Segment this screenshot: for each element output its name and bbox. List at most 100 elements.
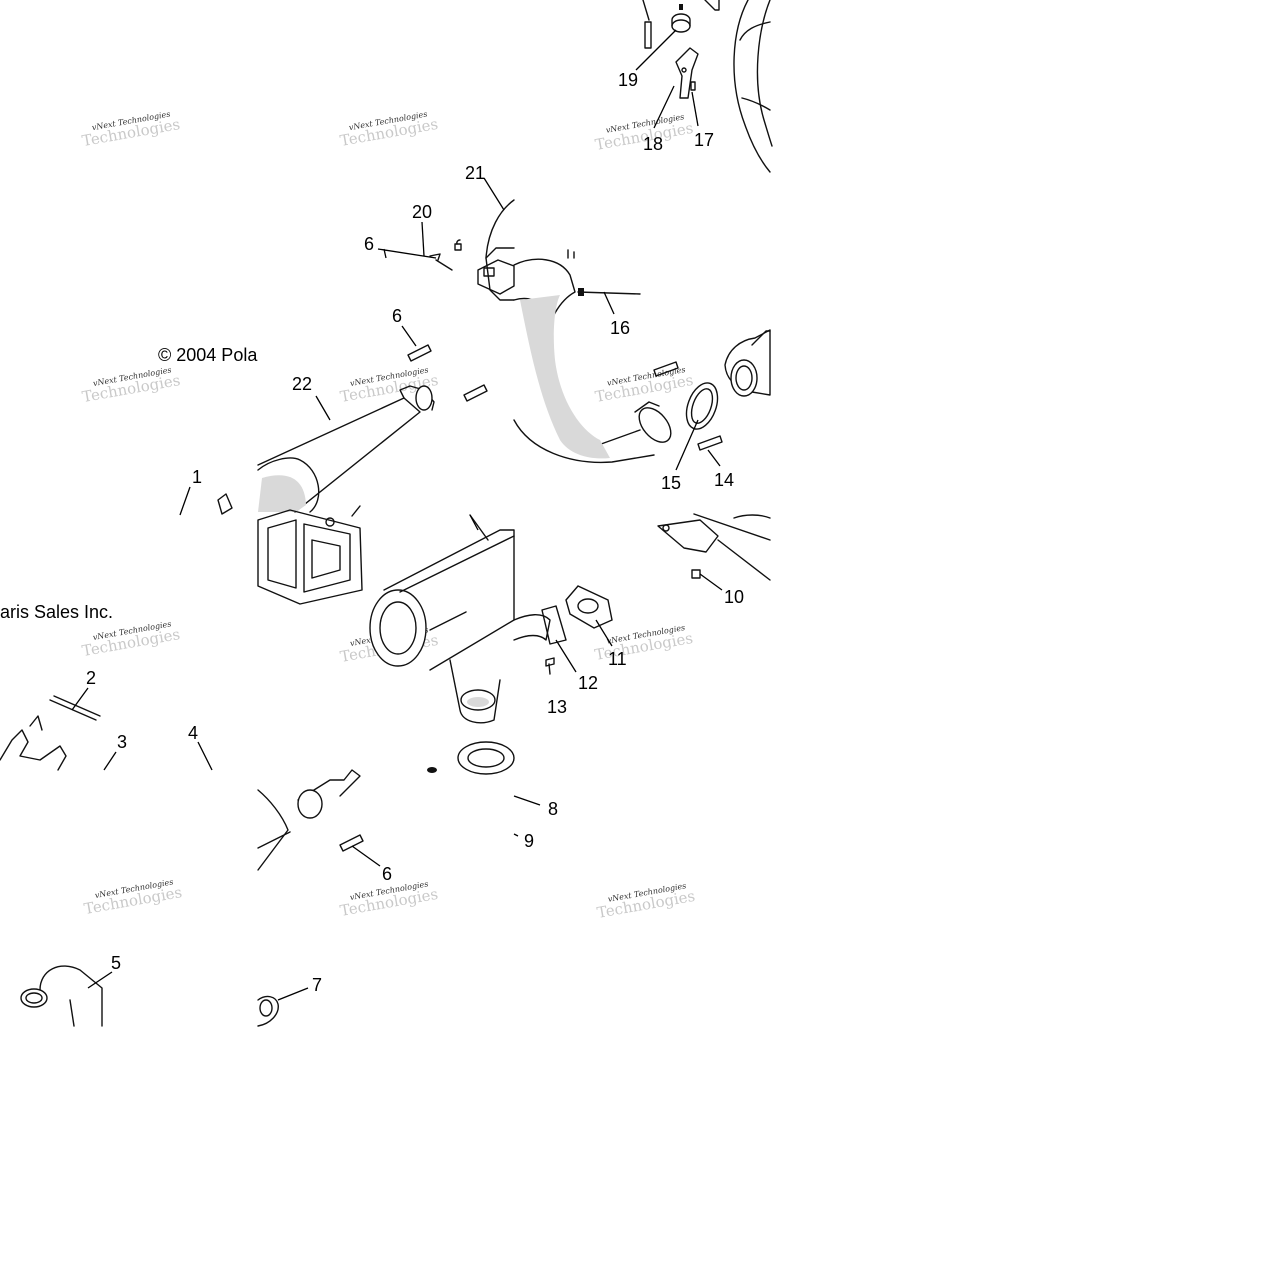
pipe-band [739, 21, 771, 41]
bracket-assembly-lower [513, 513, 771, 675]
pipe-5-clamp-inner [25, 992, 43, 1004]
spring-6b-icon [463, 384, 488, 402]
pipe-edge-inner [756, 0, 773, 147]
clamp-ring-top [671, 13, 691, 27]
leader-5 [87, 971, 113, 989]
clamp-ring-icon [671, 19, 691, 33]
elbow-clamp [634, 401, 660, 413]
flange-gasket-11-icon [565, 585, 613, 629]
elbow-shading [520, 295, 610, 459]
bolt-10-icon [691, 569, 701, 579]
spring-6-lower-icon [339, 834, 364, 852]
copyright-text-part2: aris Sales Inc. [0, 602, 113, 622]
manifold-1-port-inner [311, 539, 341, 579]
clamp-screw-icon [679, 4, 683, 10]
muffler-inlet-pipe [297, 769, 361, 801]
bracket-assembly-top [642, 0, 773, 173]
pipe-5-clamp [20, 988, 48, 1008]
callout-8: 8 [548, 799, 558, 819]
callout-20: 20 [412, 202, 432, 222]
muffler-leader-stub [469, 514, 489, 541]
manifold-gasket [477, 259, 515, 295]
nut-icon [427, 767, 437, 773]
spring-elbow-icon [653, 361, 679, 377]
spring-2-icon [49, 699, 97, 721]
muffler-end-cap [369, 589, 427, 667]
spring-20-icon [435, 259, 453, 271]
copyright-text-part1: © 2004 Pola [158, 345, 258, 365]
gasket-ring-icon [457, 741, 515, 775]
bracket-3-icon [0, 729, 67, 771]
flange-pipe-12 [513, 614, 551, 641]
bolt-13-icon [545, 657, 555, 667]
callout-5: 5 [111, 953, 121, 973]
flange-12-icon [541, 605, 567, 645]
spring-upper-icon [644, 21, 652, 49]
callout-6-top: 6 [364, 234, 374, 254]
callouts: 1 2 3 4 5 6 6 6 6 7 8 9 10 11 12 13 14 1… [86, 70, 744, 995]
cable-16-icon [577, 291, 641, 295]
manifold-flange [485, 247, 515, 259]
callout-11: 11 [608, 649, 627, 669]
muffler-line [429, 611, 467, 631]
manifold-1-frame [257, 509, 363, 605]
callout-13: 13 [547, 697, 567, 717]
spring-6-icon [407, 344, 432, 362]
exhaust-manifold-upper [429, 199, 515, 301]
seal-ring-15-inner [690, 388, 714, 424]
spring-hook [429, 253, 441, 261]
leader-20 [421, 221, 425, 257]
leader-2 [71, 687, 89, 711]
manifold-clip-icon [217, 493, 233, 515]
muffler-end-inner [379, 601, 417, 655]
cone-clamp [399, 385, 435, 411]
leader-16 [603, 291, 615, 315]
manifold-1-port-b [303, 523, 351, 593]
leader-6-bottom [351, 845, 381, 867]
leader-lines [71, 29, 723, 1001]
coupler-inner [735, 365, 753, 391]
callout-1: 1 [192, 467, 202, 487]
callout-15: 15 [661, 473, 681, 493]
callout-10: 10 [724, 587, 744, 607]
callout-18: 18 [643, 134, 663, 154]
callout-6-bottom: 6 [382, 864, 392, 884]
callout-16: 16 [610, 318, 630, 338]
leader-21 [483, 177, 505, 211]
leader-muffler [469, 514, 479, 531]
leader-4 [197, 741, 213, 771]
bracket-rod-lower [717, 539, 771, 581]
elbow-lower [513, 419, 655, 464]
callout-7: 7 [312, 975, 322, 995]
watermark: Technologies vNext Technologies [81, 110, 182, 151]
silencer-cone [257, 344, 488, 513]
clip-20-hook [456, 239, 461, 245]
muffler-body [383, 529, 515, 671]
watermark: Technologies vNext Technologies [81, 365, 182, 406]
bolt-13-shank [548, 663, 551, 675]
callout-12: 12 [578, 673, 598, 693]
callout-14: 14 [714, 470, 734, 490]
cable-16-end [578, 288, 584, 296]
coupler-pipe [724, 329, 771, 396]
cone-outlet [415, 385, 433, 411]
callout-21: 21 [465, 163, 485, 183]
exhaust-manifold-lower [217, 493, 363, 605]
bracket-10-rod [693, 513, 771, 541]
cone-outline [257, 397, 421, 513]
muffler-tube [449, 659, 501, 724]
manifold-port [483, 267, 495, 277]
watermark: Technologies vNext Technologies [339, 879, 440, 920]
leader-7 [277, 987, 309, 1001]
callout-6-mid: 6 [392, 306, 402, 326]
leader-1 [179, 486, 191, 516]
leader-15 [675, 419, 699, 471]
bracket-10-icon [657, 519, 719, 553]
coupler-opening [730, 359, 758, 397]
muffler-tube-shading [467, 697, 489, 707]
leader-8 [513, 795, 541, 806]
spring-2-body [53, 695, 101, 717]
gasket-ring-inner [467, 748, 505, 768]
bracket-fragment [704, 0, 720, 11]
watermark: Technologies vNext Technologies [81, 619, 182, 660]
